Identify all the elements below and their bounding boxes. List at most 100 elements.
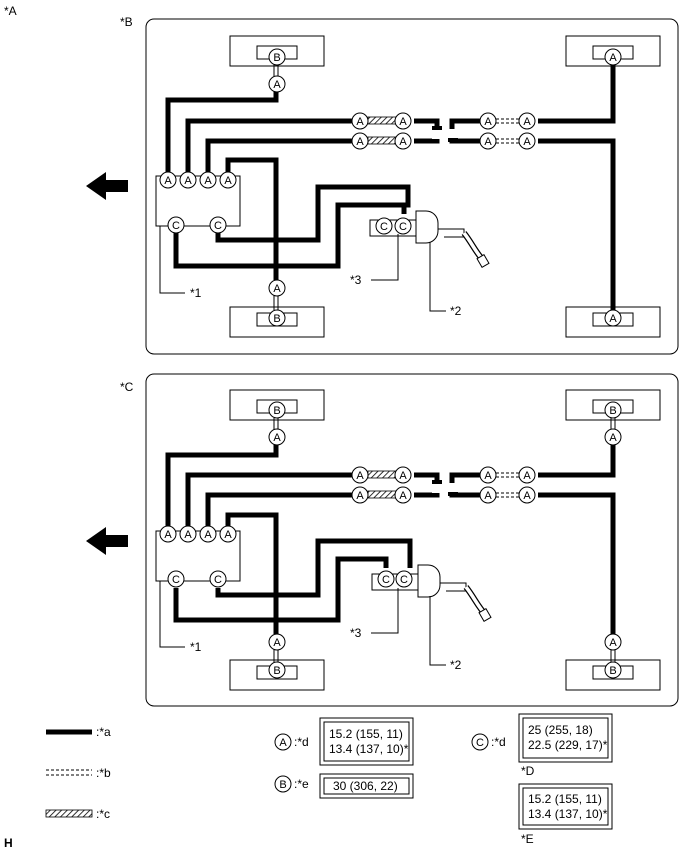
brake-actuator	[155, 175, 241, 227]
callout-2: *2	[450, 304, 462, 318]
torque-b: 30 (306, 22)	[333, 779, 398, 793]
svg-text:C: C	[380, 221, 388, 233]
panel-c: *C	[86, 373, 679, 707]
torque-e-2: 13.4 (137, 10)*	[528, 807, 608, 821]
svg-text:A: A	[523, 136, 531, 148]
svg-text:A: A	[523, 116, 531, 128]
svg-text:A: A	[609, 313, 617, 325]
panel-b: *B	[86, 15, 679, 355]
torque-e-1: 15.2 (155, 11)	[528, 792, 602, 806]
connector-letters-c: B A B A A A A A A A A A A A A A C C C C …	[164, 405, 617, 677]
legend-a-suffix: :*d	[294, 735, 309, 749]
svg-text:A: A	[356, 136, 364, 148]
svg-text:B: B	[609, 405, 616, 417]
svg-text:A: A	[184, 175, 192, 187]
svg-text:C: C	[214, 220, 222, 232]
svg-text:A: A	[204, 529, 212, 541]
svg-text:A: A	[184, 529, 192, 541]
torque-a-2: 13.4 (137, 10)*	[329, 742, 409, 756]
hatched-line	[367, 136, 397, 145]
svg-text:A: A	[273, 283, 281, 295]
hatched-line	[367, 470, 397, 479]
svg-text:B: B	[273, 313, 280, 325]
master-cylinder	[369, 210, 490, 269]
legend-hatched-line	[45, 809, 93, 818]
forward-arrow-icon	[86, 527, 128, 555]
connectors-c	[159, 401, 622, 679]
callout-3: *3	[350, 273, 362, 287]
svg-text:A: A	[399, 116, 407, 128]
callout-3: *3	[350, 626, 362, 640]
torque-a-1: 15.2 (155, 11)	[329, 727, 403, 741]
connector-letters-b: B A A A A A A A A A A A A A A C C C C A …	[164, 52, 617, 325]
connectors-b	[159, 48, 622, 327]
svg-text:B: B	[279, 779, 286, 791]
forward-arrow-icon	[86, 172, 128, 200]
panel-b-frame	[145, 18, 679, 355]
svg-text:B: B	[273, 665, 280, 677]
torque-c-2: 22.5 (229, 17)*	[528, 738, 608, 752]
callouts-c	[159, 581, 446, 666]
svg-text:C: C	[400, 574, 408, 586]
svg-text:A: A	[523, 470, 531, 482]
svg-text:C: C	[399, 221, 407, 233]
svg-text:A: A	[224, 529, 232, 541]
svg-text:B: B	[609, 665, 616, 677]
callout-2: *2	[450, 658, 462, 672]
svg-text:A: A	[273, 432, 281, 444]
legend-b-text: :*b	[96, 766, 111, 780]
svg-text:A: A	[609, 637, 617, 649]
svg-text:A: A	[609, 432, 617, 444]
svg-text:A: A	[164, 175, 172, 187]
svg-text:A: A	[399, 490, 407, 502]
legend-c-text: :*c	[96, 807, 110, 821]
svg-text:A: A	[399, 470, 407, 482]
legend-connector-b	[274, 775, 292, 793]
svg-text:C: C	[476, 737, 484, 749]
legend-connector-a	[274, 733, 292, 751]
svg-text:B: B	[273, 52, 280, 64]
brake-lines-b	[165, 62, 616, 310]
svg-text:A: A	[484, 116, 492, 128]
panel-c-label: *C	[120, 380, 134, 394]
torque-d-label: *D	[521, 764, 535, 778]
hatched-line	[367, 116, 397, 125]
svg-text:A: A	[273, 79, 281, 91]
legend-c-suffix: :*d	[491, 735, 506, 749]
legend-a-text: :*a	[96, 725, 111, 739]
svg-text:A: A	[273, 637, 281, 649]
svg-text:B: B	[273, 405, 280, 417]
svg-text:A: A	[523, 490, 531, 502]
svg-text:C: C	[172, 574, 180, 586]
svg-text:A: A	[356, 490, 364, 502]
callout-1: *1	[190, 640, 202, 654]
svg-text:A: A	[164, 529, 172, 541]
svg-text:A: A	[356, 470, 364, 482]
svg-text:C: C	[172, 220, 180, 232]
svg-text:A: A	[224, 175, 232, 187]
callouts-b	[159, 226, 446, 312]
svg-text:A: A	[484, 136, 492, 148]
figure-a-label: *A	[4, 4, 17, 18]
hatched-line	[367, 490, 397, 499]
svg-text:C: C	[382, 574, 390, 586]
legend-connector-c	[471, 733, 489, 751]
svg-text:A: A	[356, 116, 364, 128]
svg-text:C: C	[214, 574, 222, 586]
torque-c-1: 25 (255, 18)	[528, 723, 593, 737]
svg-text:A: A	[399, 136, 407, 148]
torque-e-label: *E	[521, 832, 534, 846]
svg-text:A: A	[279, 737, 287, 749]
svg-text:A: A	[204, 175, 212, 187]
callout-1: *1	[190, 286, 202, 300]
svg-text:A: A	[484, 490, 492, 502]
corner-h-label: H	[4, 836, 13, 850]
legend: :*a :*b :*c A :*d 15.2 (155, 11) 13.4 (1…	[45, 713, 613, 846]
svg-text:A: A	[609, 52, 617, 64]
legend-b-suffix: :*e	[294, 777, 309, 791]
panel-b-label: *B	[120, 15, 133, 29]
panel-c-frame	[145, 373, 679, 707]
brake-actuator	[155, 530, 241, 582]
svg-text:A: A	[484, 470, 492, 482]
